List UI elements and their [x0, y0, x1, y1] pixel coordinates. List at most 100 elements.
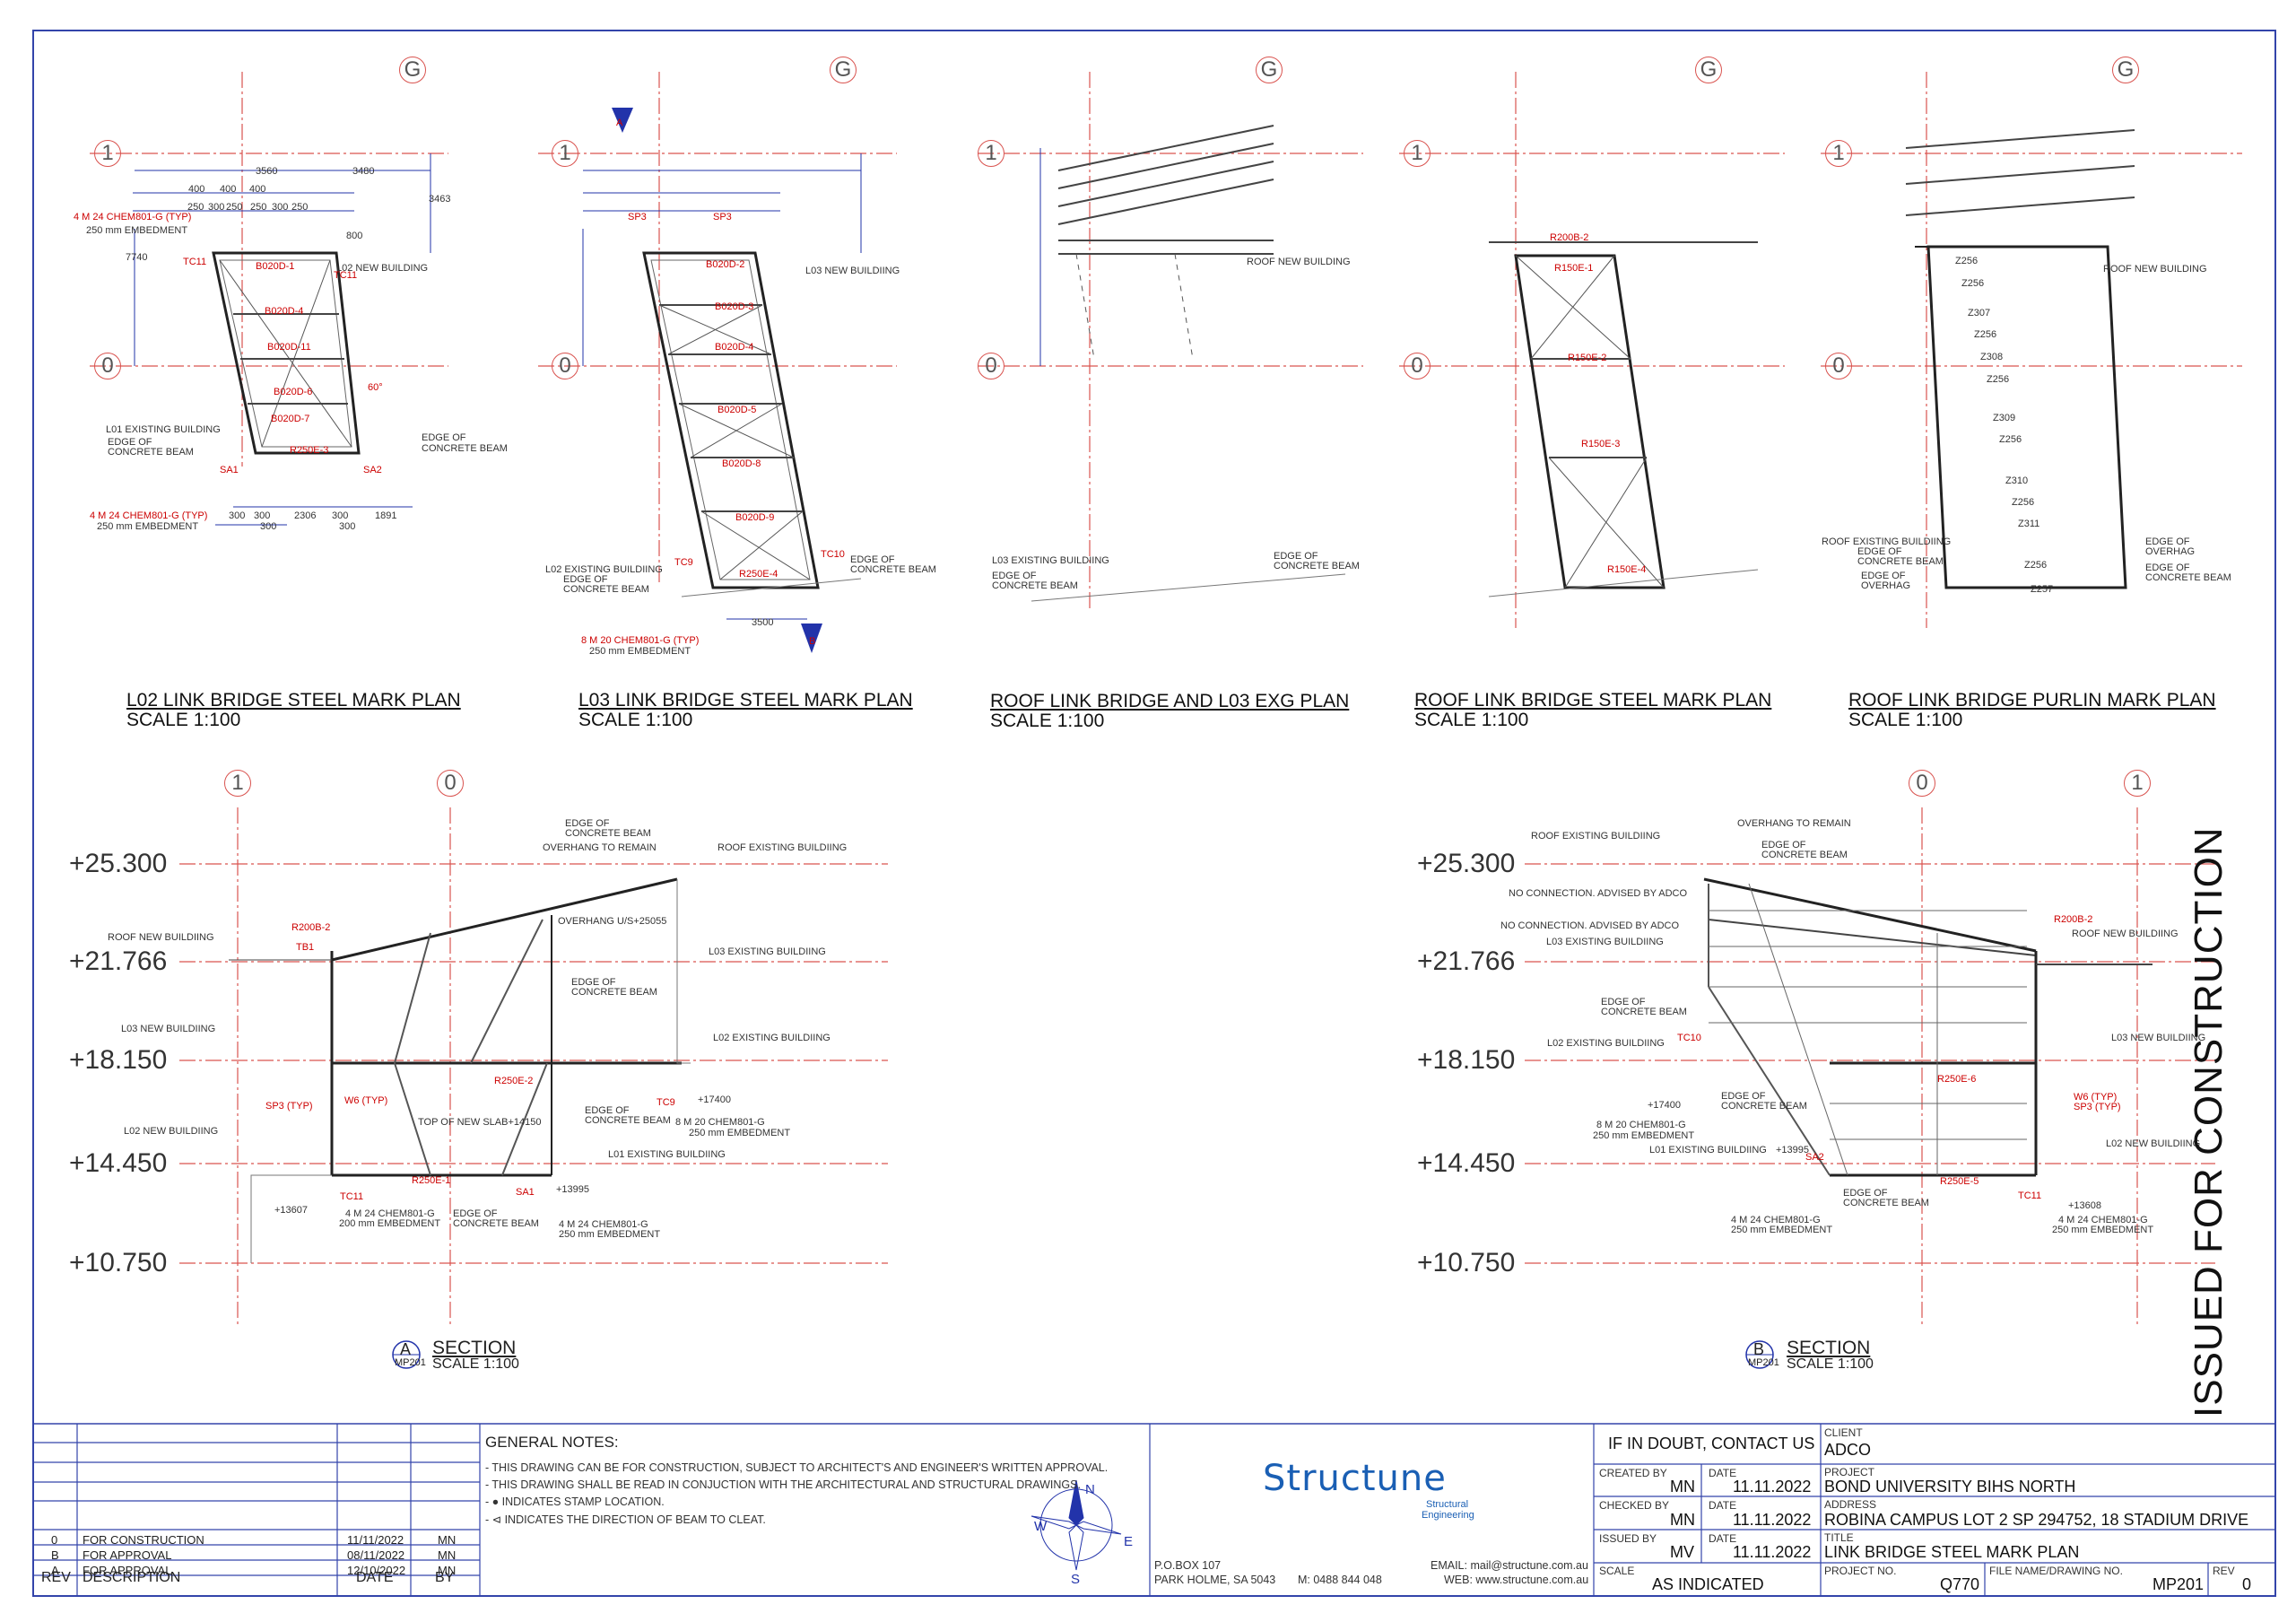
plan-l02-dimension: 300	[208, 202, 224, 213]
section-a-label: +17400	[698, 1094, 731, 1105]
plan-l03-mark: TC10	[821, 549, 845, 560]
section-b-label: ROOF NEW BUILDIING	[2072, 929, 2179, 939]
level-label: +18.150	[69, 1045, 168, 1075]
section-a-label: L01 EXISTING BUILDIING	[608, 1149, 726, 1160]
rev-row-by: MN	[438, 1564, 457, 1577]
plan-l03-mark: SP3	[628, 212, 647, 222]
rev-row-description: FOR APPROVAL	[83, 1548, 172, 1562]
plan-l02-label: CONCRETE BEAM	[108, 447, 194, 458]
grid-bubble: 1	[978, 140, 1004, 167]
company-logo-sub1: Structural	[1426, 1499, 1469, 1510]
grid-bubble: 1	[1825, 140, 1852, 167]
section-b-label: L03 EXISTING BUILDIING	[1546, 937, 1664, 947]
grid-bubble: 1	[552, 140, 578, 167]
plan-roof-steel-mark: R150E-3	[1581, 439, 1620, 449]
section-b-label: NO CONNECTION. ADVISED BY ADCO	[1500, 920, 1680, 931]
plan-purlin-label: CONCRETE BEAM	[2145, 572, 2231, 583]
section-b-label: EDGE OF	[1601, 997, 1646, 1007]
plan-l02-dimension: 2306	[294, 510, 316, 521]
section-a-label: EDGE OF	[571, 977, 616, 988]
section-b-mark: SP3 (TYP)	[2074, 1102, 2121, 1112]
title-value: LINK BRIDGE STEEL MARK PLAN	[1824, 1543, 2080, 1561]
company-suburb: PARK HOLME, SA 5043	[1154, 1574, 1276, 1586]
plan-purlin-label: EDGE OF	[1857, 546, 1902, 557]
section-b-mark: W6 (TYP)	[2074, 1092, 2117, 1103]
section-b-label: +13995	[1776, 1145, 1809, 1155]
plan-title-roof-purlin: ROOF LINK BRIDGE PURLIN MARK PLAN SCALE …	[1848, 691, 2216, 730]
section-b-label: CONCRETE BEAM	[1843, 1198, 1929, 1208]
plan-l02-mark: SA1	[220, 465, 239, 475]
address-label: ADDRESS	[1824, 1498, 1877, 1511]
compass-rose	[1031, 1479, 1122, 1571]
plan-title-text: ROOF LINK BRIDGE STEEL MARK PLAN	[1414, 690, 1772, 711]
level-label: +18.150	[1417, 1045, 1516, 1075]
section-a-label: L03 EXISTING BUILDIING	[709, 946, 826, 957]
plan-scale: SCALE 1:100	[990, 711, 1105, 731]
date-checked: 11.11.2022	[1733, 1511, 1812, 1529]
section-a-title: SECTION	[432, 1338, 517, 1358]
date-issued: 11.11.2022	[1733, 1543, 1812, 1561]
company-po-box: P.O.BOX 107	[1154, 1559, 1222, 1572]
rev-row-description: FOR APPROVAL	[83, 1564, 172, 1577]
plan-roof-steel-mark: R200B-2	[1550, 232, 1588, 243]
section-a-label: ROOF NEW BUILDIING	[108, 932, 214, 943]
plan-l02-mark: SA2	[363, 465, 382, 475]
section-a-mark: W6 (TYP)	[344, 1095, 387, 1106]
plan-purlin-mark: Z309	[1993, 413, 2015, 423]
plan-l02-label: 4 M 24 CHEM801-G (TYP)	[74, 212, 191, 222]
plan-l02-label: L02 NEW BUILDING	[336, 263, 428, 274]
level-label: +14.450	[69, 1148, 168, 1178]
section-b-label: 250 mm EMBEDMENT	[2052, 1225, 2153, 1235]
plan-l02-dimension: 300	[260, 521, 276, 532]
plan-roof-exg-label: EDGE OF	[992, 571, 1037, 581]
plan-l02-dimension: 800	[346, 231, 362, 241]
general-note: - ⊲ INDICATES THE DIRECTION OF BEAM TO C…	[485, 1513, 766, 1526]
rev-row-rev: B	[51, 1548, 59, 1562]
plan-l02-dimension: 3480	[352, 166, 374, 177]
section-b-label: 4 M 24 CHEM801-G	[1731, 1215, 1821, 1225]
plan-l03-label: CONCRETE BEAM	[563, 584, 649, 595]
section-a-mark: TB1	[296, 942, 314, 953]
plan-purlin-mark: Z308	[1980, 352, 2003, 362]
plan-l03-label: 3500	[752, 617, 773, 628]
client-value: ADCO	[1824, 1441, 1872, 1459]
plan-title-text: L03 LINK BRIDGE STEEL MARK PLAN	[578, 690, 913, 711]
plan-title-l03: L03 LINK BRIDGE STEEL MARK PLAN SCALE 1:…	[578, 691, 913, 730]
checked-by-label: CHECKED BY	[1599, 1499, 1670, 1512]
level-label: +10.750	[69, 1248, 168, 1278]
plan-l03-mark: R250E-4	[739, 569, 778, 580]
plan-scale: SCALE 1:100	[1414, 710, 1529, 730]
plan-l02-dimension: 300	[339, 521, 355, 532]
plan-l02-dimension: 300	[229, 510, 245, 521]
plan-purlin-label: ROOF EXISTING BUILDIING	[1822, 536, 1951, 547]
plan-l03-label: L02 EXISTING BUILDIING	[545, 564, 663, 575]
grid-bubble: 1	[224, 770, 251, 797]
issued-for-construction-stamp: ISSUED FOR CONSTRUCTION	[2187, 826, 2231, 1417]
address-value: ROBINA CAMPUS LOT 2 SP 294752, 18 STADIU…	[1824, 1511, 2249, 1529]
level-label: +21.766	[69, 946, 168, 976]
company-mobile: M: 0488 844 048	[1298, 1574, 1382, 1586]
section-a-scale: SCALE 1:100	[432, 1356, 519, 1372]
annotation-layer: 4 M 24 CHEM801-G (TYP) 250 mm EMBEDMENT L0…	[74, 118, 2231, 1240]
plan-purlin-mark: Z256	[2012, 497, 2034, 508]
title-label: TITLE	[1824, 1531, 1854, 1544]
section-a-ref: MP201	[395, 1357, 426, 1368]
section-b-mark: R200B-2	[2054, 914, 2092, 925]
section-b-label: L02 NEW BUILDIING	[2106, 1138, 2200, 1149]
section-b-label: +13608	[2068, 1200, 2101, 1211]
section-a-label: EDGE OF	[453, 1208, 498, 1219]
section-b-mark: TC11	[2018, 1190, 2041, 1201]
plan-l02-mark: B020D-11	[267, 342, 311, 353]
plan-purlin-mark: Z256	[1955, 256, 1978, 266]
grid-bubble: 0	[1909, 770, 1935, 797]
compass-s: S	[1071, 1572, 1081, 1587]
plan-l02-label: EDGE OF	[108, 437, 152, 448]
plan-l02-mark: B020D-4	[265, 306, 303, 317]
compass-e: E	[1124, 1534, 1134, 1549]
section-b-label: L03 NEW BUILDIING	[2111, 1033, 2205, 1043]
plan-purlin-mark: Z256	[2024, 560, 2047, 571]
section-a	[179, 807, 888, 1328]
section-b-tag: B	[1753, 1340, 1765, 1358]
plan-title-roof-exg: ROOF LINK BRIDGE AND L03 EXG PLAN SCALE …	[990, 692, 1349, 731]
plan-purlin-label: EDGE OF	[2145, 562, 2190, 573]
